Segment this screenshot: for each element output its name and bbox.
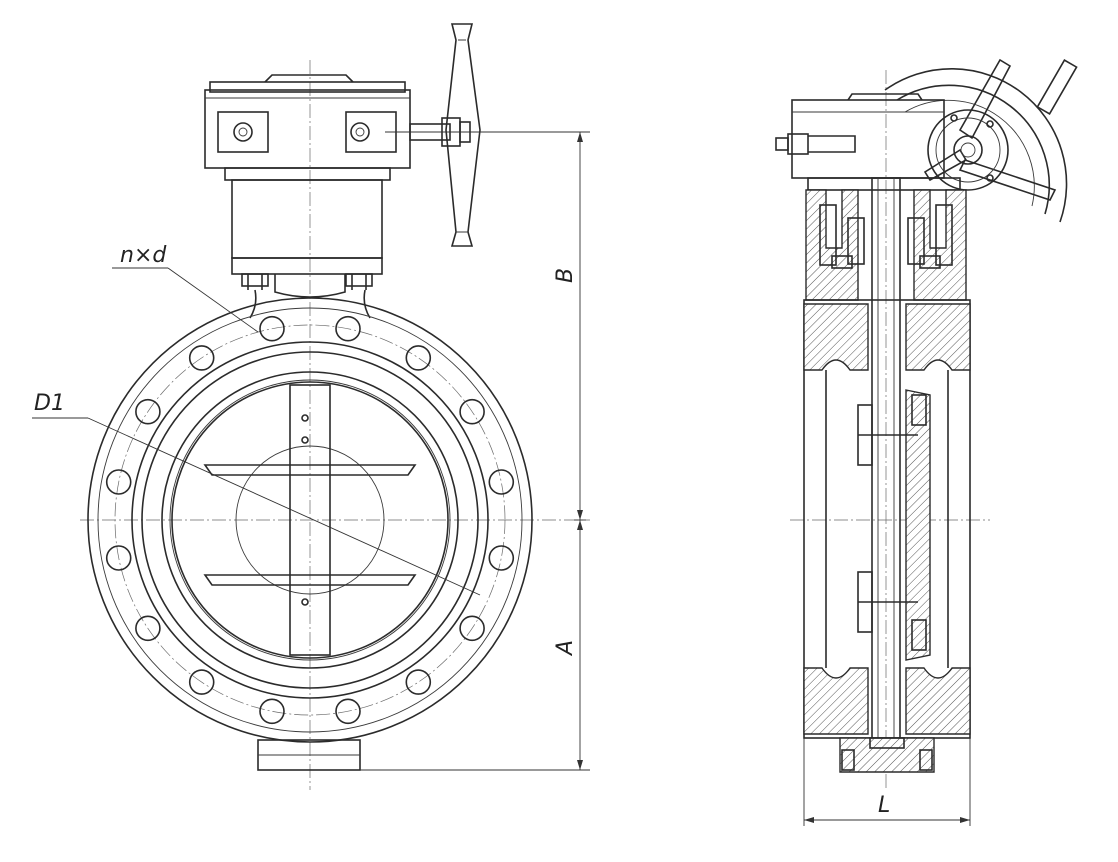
label-l: L (878, 793, 890, 818)
front-view (32, 23, 590, 790)
valve-body-side (803, 299, 971, 739)
bolt-hole (488, 545, 515, 571)
bottom-cap-side (839, 737, 935, 773)
bonnet-side (805, 189, 967, 301)
bolt-hole (459, 398, 485, 425)
bottom-trunnion-front (257, 739, 361, 771)
handwheel-side (884, 58, 1078, 223)
valve-disc-front (203, 384, 417, 656)
bolt-hole (405, 669, 432, 695)
label-nxd: n×d (120, 243, 167, 268)
bolt-hole (188, 345, 215, 371)
bolt-hole (188, 669, 215, 695)
bolt-hole (105, 469, 132, 495)
gearbox-front (204, 74, 411, 319)
label-a: A (553, 640, 578, 657)
bolt-hole (459, 615, 485, 642)
bolt-hole (405, 345, 432, 371)
bolt-hole (105, 545, 132, 571)
gearbox-side (775, 93, 961, 191)
bolt-hole (488, 469, 515, 495)
flange-bolt-holes (105, 315, 515, 725)
disc-seat-side (857, 389, 931, 661)
handwheel-front (409, 23, 481, 247)
label-d1: D1 (34, 391, 65, 416)
label-b: B (553, 268, 578, 283)
bolt-hole (135, 398, 161, 425)
bolt-hole (335, 315, 361, 342)
bolt-hole (135, 615, 161, 642)
bolt-hole (335, 698, 361, 725)
flange-front (87, 297, 533, 743)
bolt-hole (259, 698, 285, 725)
bolt-hole (259, 315, 285, 342)
side-view (775, 58, 1078, 826)
